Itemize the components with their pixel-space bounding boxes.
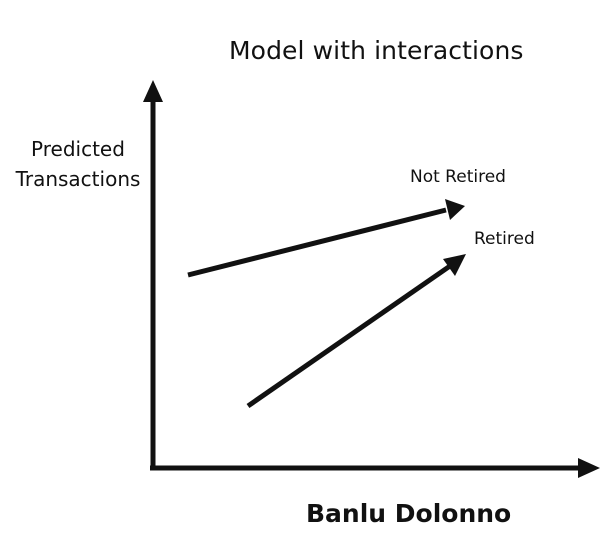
y-axis-label-line2: Transactions: [15, 167, 141, 191]
retired-arrowhead: [443, 254, 466, 276]
y-axis-arrowhead: [143, 80, 163, 102]
not-retired-line: [187, 207, 447, 278]
y-axis-label-line1: Predicted: [31, 137, 125, 161]
retired-line: [246, 263, 452, 409]
not-retired-arrowhead: [445, 199, 465, 220]
retired-label: Retired: [474, 229, 535, 249]
x-axis-label: Banlu Dolonno: [306, 499, 512, 528]
y-axis-label: Predicted Transactions: [8, 134, 148, 194]
not-retired-label: Not Retired: [410, 167, 506, 187]
chart-title: Model with interactions: [229, 36, 524, 65]
x-axis-arrowhead: [578, 458, 600, 478]
